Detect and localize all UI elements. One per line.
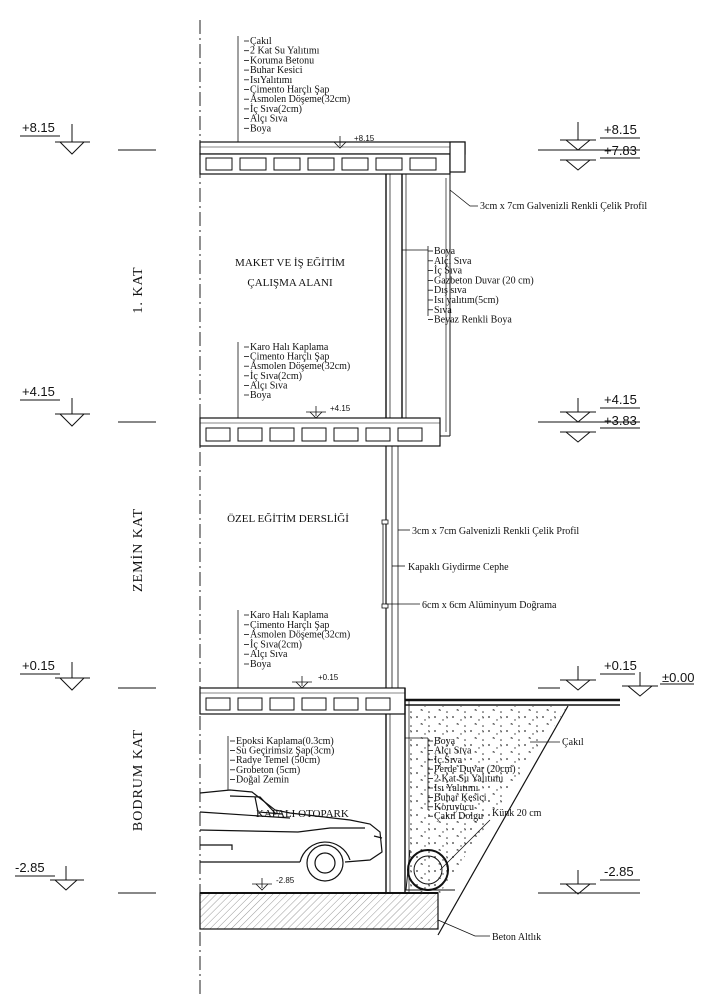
level-right-015: +0.15 <box>604 658 637 673</box>
layer-item: Perde Duvar (20cm) <box>434 764 516 775</box>
note-beton: Beton Altlık <box>492 932 541 943</box>
layer-item: İç Sıva(2cm) <box>250 370 302 382</box>
ground-floor-slab <box>199 687 406 715</box>
level-right-415: +4.15 <box>604 392 637 407</box>
layer-item: Boya <box>250 390 272 401</box>
layer-item: Alçı Sıva <box>250 380 288 391</box>
level-left-415: +4.15 <box>22 384 55 399</box>
layer-item: 2 Kat Su Yalıtımı <box>250 46 320 57</box>
level-left-m285: -2.85 <box>15 860 45 875</box>
curtain-wall <box>381 446 399 688</box>
roof-slab <box>199 141 466 175</box>
layer-item: Alçı Sıva <box>250 114 288 125</box>
layer-item: Isı Yalıtımı <box>434 783 479 794</box>
layer-item: Çimento Harçlı Şap <box>250 85 329 96</box>
level-right-815: +8.15 <box>604 122 637 137</box>
note-cakil: Çakıl <box>562 737 584 748</box>
note-kunk: Künk 20 cm <box>492 808 542 819</box>
slab-mark-roof: +8.15 <box>354 134 375 143</box>
layer-item: Alçı Sıva <box>434 745 472 756</box>
layer-item: Çimento Harçlı Şap <box>250 352 329 363</box>
layer-item: Boya <box>250 659 272 670</box>
layer-item: Boya <box>434 246 456 257</box>
left-level-marks <box>15 124 156 894</box>
layer-item: Asmolen Döşeme(32cm) <box>250 361 350 372</box>
layer-item: Çimento Harçlı Şap <box>250 620 329 631</box>
layer-item: İç Sıva <box>434 754 463 766</box>
slab-mark-ground: +0.15 <box>318 673 339 682</box>
layer-item: Buhar Kesici <box>250 65 303 76</box>
layer-item: Dış sıva <box>434 285 467 296</box>
layer-item: Koruyucu <box>434 802 474 813</box>
layer-item: Çakıl <box>250 36 272 47</box>
drain-pipe <box>405 849 455 891</box>
level-right-m285: -2.85 <box>604 864 634 879</box>
level-right-000: ±0.00 <box>662 670 694 685</box>
layer-item: Alçı Sıva <box>434 256 472 267</box>
layer-item: Karo Halı Kaplama <box>250 342 329 353</box>
room-otopark: KAPALI OTOPARK <box>256 808 349 820</box>
gravel-fill <box>405 698 620 936</box>
note-dograma: 6cm x 6cm Alüminyum Doğrama <box>422 600 557 611</box>
layer-item: İç Sıva(2cm) <box>250 638 302 650</box>
level-right-783: +7.83 <box>604 143 637 158</box>
right-level-marks <box>538 122 694 895</box>
layer-item: Grobeton (5cm) <box>236 765 300 776</box>
foundation-raft <box>199 892 439 930</box>
layer-item: Radye Temel (50cm) <box>236 755 320 766</box>
level-left-815: +8.15 <box>22 120 55 135</box>
layer-item: Doğal Zemin <box>236 774 289 785</box>
layer-item: Alçı Sıva <box>250 649 288 660</box>
layer-item: IsıYalıtımı <box>250 75 293 86</box>
slab-mark-base: -2.85 <box>276 876 295 885</box>
layer-item: 2 Kat Su Yalıtımı <box>434 774 504 785</box>
floor-label-basement: BODRUM KAT <box>131 729 146 831</box>
layer-item: İç Sıva(2cm) <box>250 103 302 115</box>
layer-item: Epoksi Kaplama(0.3cm) <box>236 736 334 747</box>
layer-item: Çakıl Dolgu <box>434 811 483 822</box>
note-cephe: Kapaklı Giydirme Cephe <box>408 562 509 573</box>
layer-item: Asmolen Döşeme(32cm) <box>250 630 350 641</box>
room-ozel: ÖZEL EĞİTİM DERSLİĞİ <box>227 513 349 525</box>
layer-item: Isı yalıtım(5cm) <box>434 295 499 306</box>
layer-item: Asmolen Döşeme(32cm) <box>250 94 350 105</box>
basement-wall <box>385 688 410 893</box>
layer-item: Koruma Betonu <box>250 55 314 66</box>
layer-item: Boya <box>434 736 456 747</box>
layer-item: Boya <box>250 123 272 134</box>
room-maket-line2: ÇALIŞMA ALANI <box>247 277 333 289</box>
layer-item: Sıva <box>434 305 452 316</box>
basement-layer-list: Epoksi Kaplama(0.3cm)Su Geçirimsiz Şap(3… <box>230 736 334 785</box>
layer-item: Buhar Kesici <box>434 792 487 803</box>
floor-label-ground: ZEMİN KAT <box>130 508 146 592</box>
level-right-383: +3.83 <box>604 413 637 428</box>
layer-item: İç Sıva <box>434 265 463 277</box>
layer-item: Gazbeton Duvar (20 cm) <box>434 275 534 286</box>
room-maket-line1: MAKET VE İŞ EĞİTİM <box>235 257 345 269</box>
note-profile-top: 3cm x 7cm Galvenizli Renkli Çelik Profil <box>480 201 647 212</box>
layer-item: Beyaz Renkli Boya <box>434 315 512 326</box>
level-left-015: +0.15 <box>22 658 55 673</box>
floor-label-first: 1. KAT <box>131 266 146 313</box>
first-floor-wall <box>385 173 451 437</box>
layer-item: Karo Halı Kaplama <box>250 610 329 621</box>
note-profile-mid: 3cm x 7cm Galvenizli Renkli Çelik Profil <box>412 526 579 537</box>
layer-item: Su Geçirimsiz Şap(3cm) <box>236 746 334 757</box>
car-drawing <box>199 789 383 882</box>
slab-mark-first: +4.15 <box>330 404 351 413</box>
first-floor-slab <box>199 417 441 447</box>
